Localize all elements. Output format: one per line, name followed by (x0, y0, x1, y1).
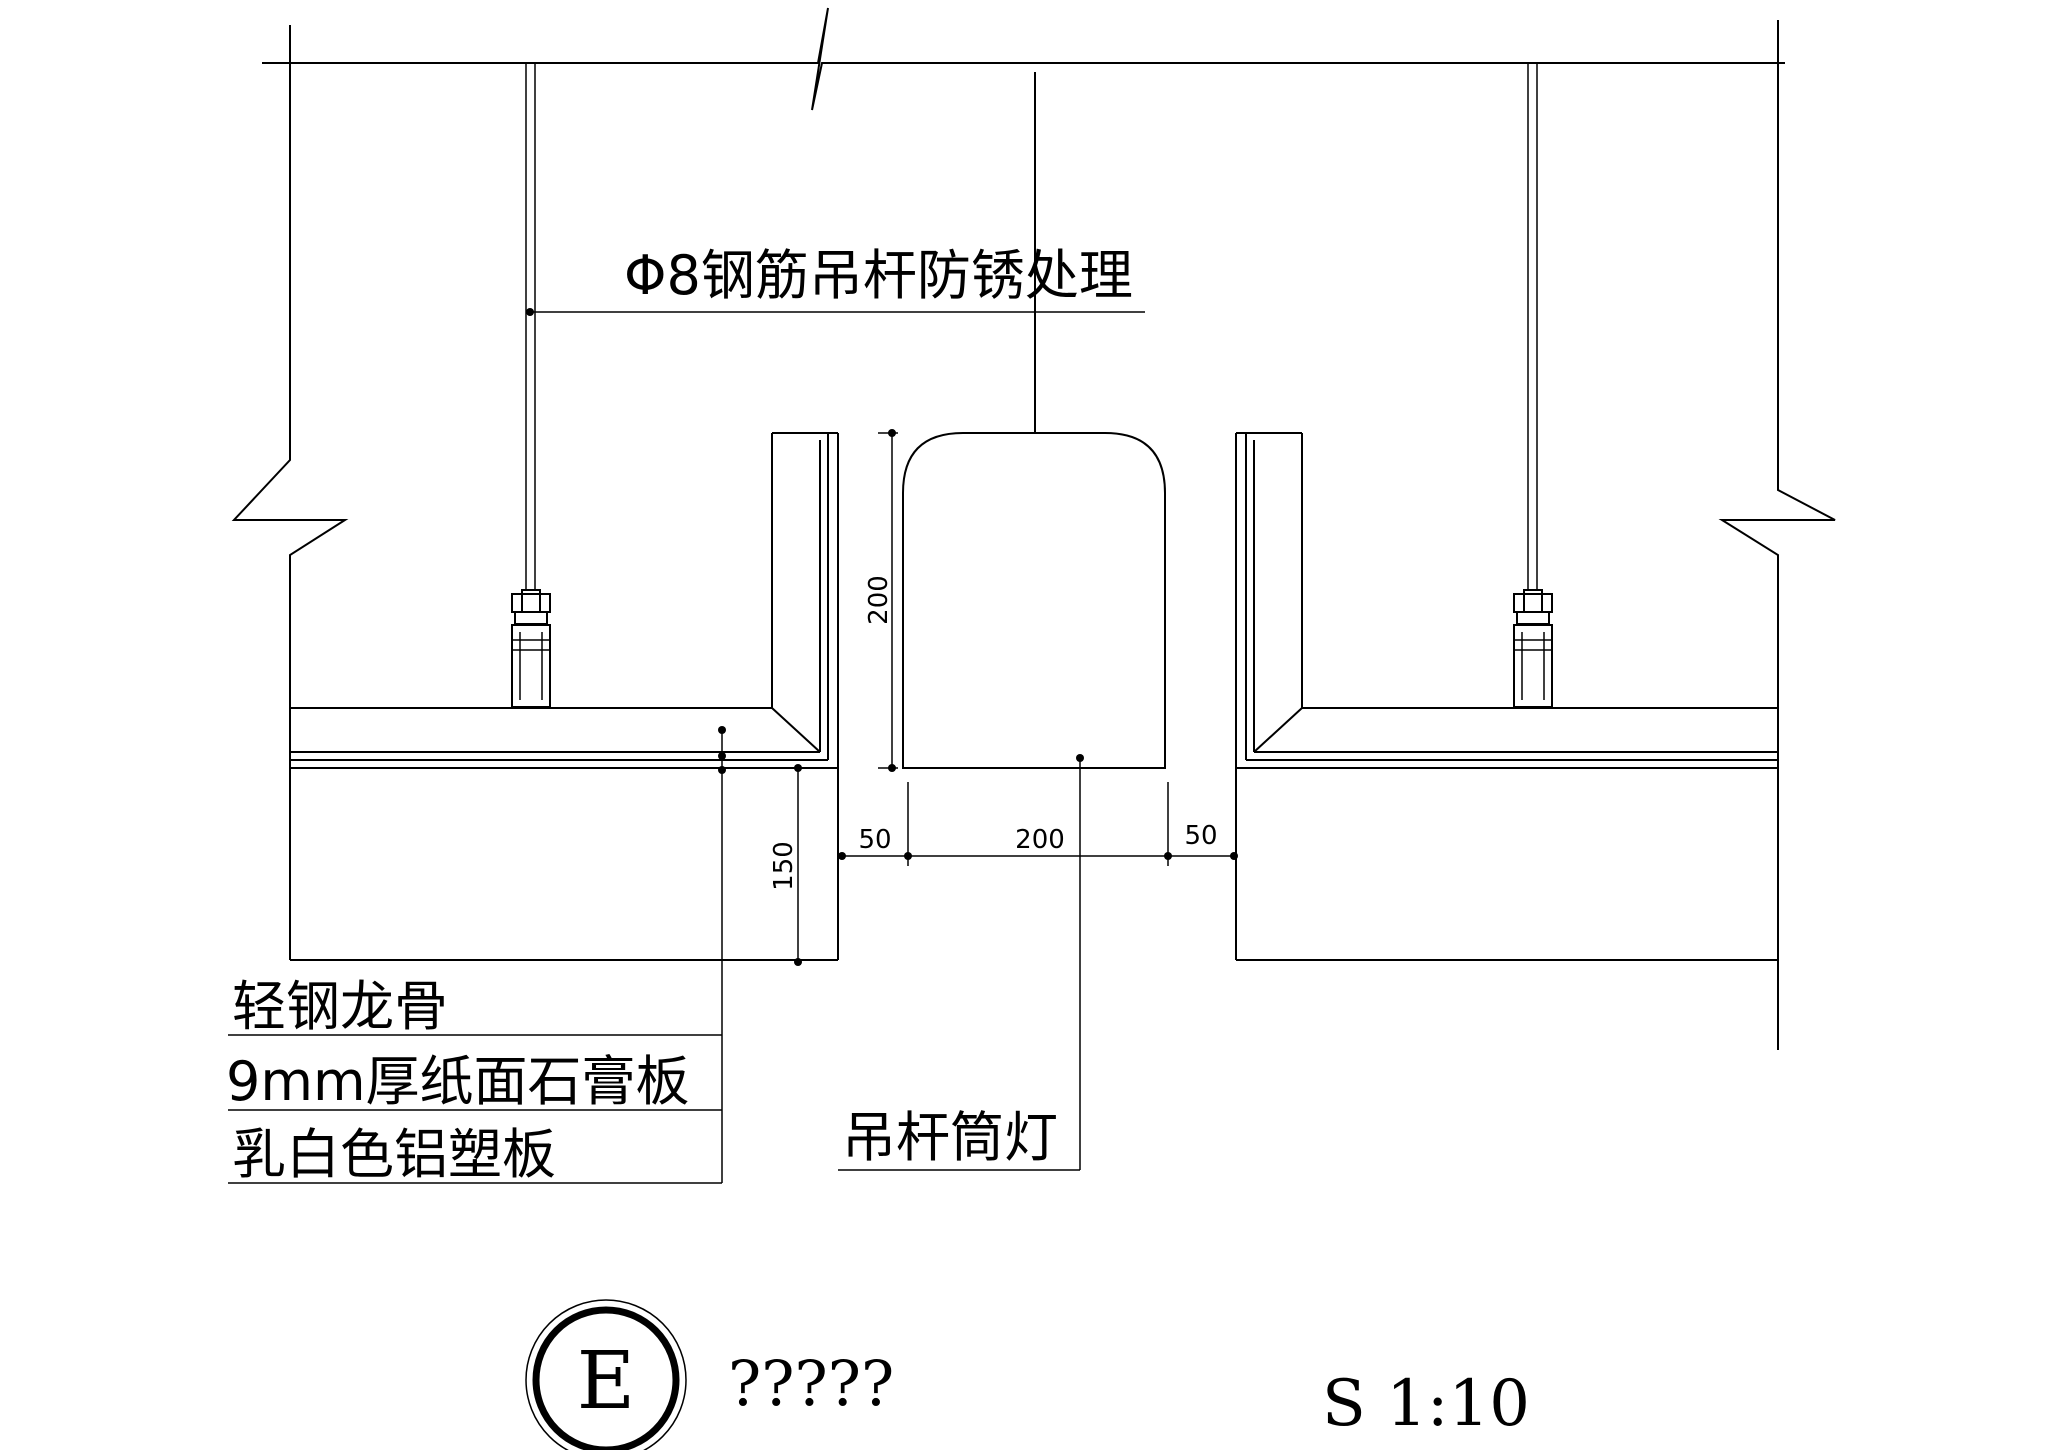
right-wall-line (1718, 20, 1836, 1050)
leader-materials (228, 726, 726, 1184)
left-hanger-rod (511, 63, 551, 625)
dim-light-height (878, 429, 898, 772)
slab-line (262, 7, 1785, 111)
downlight-body (902, 432, 1166, 769)
dim-gap-left-text: 50 (858, 825, 891, 855)
label-keel: 轻钢龙骨 (232, 975, 448, 1038)
dim-horizontal-chain (838, 782, 1238, 866)
right-keel-channel (1513, 624, 1553, 708)
label-rod: Φ8钢筋吊杆防锈处理 (624, 244, 1133, 307)
label-aluminum: 乳白色铝塑板 (232, 1123, 556, 1186)
title-name: ????? (728, 1347, 894, 1420)
right-hanger-rod (1513, 63, 1553, 625)
left-keel-channel (511, 624, 551, 708)
title-scale: S 1:10 (1322, 1367, 1530, 1441)
dim-gap-right-text: 50 (1184, 821, 1217, 851)
right-ceiling-boards (1235, 432, 1778, 961)
dim-light-height-text: 200 (864, 575, 894, 625)
dim-soffit-depth-text: 150 (769, 841, 799, 891)
dim-soffit-depth (794, 764, 802, 966)
leader-rod (526, 308, 1145, 316)
dim-light-width-text: 200 (1015, 825, 1065, 855)
left-ceiling-boards (290, 432, 839, 961)
title-marker-circle (525, 1299, 687, 1450)
leader-downlight (838, 754, 1084, 1171)
label-gypsum: 9mm厚纸面石膏板 (226, 1050, 690, 1113)
left-wall-line (231, 25, 349, 960)
label-downlight: 吊杆筒灯 (842, 1106, 1058, 1169)
title-mark: E (577, 1334, 635, 1427)
